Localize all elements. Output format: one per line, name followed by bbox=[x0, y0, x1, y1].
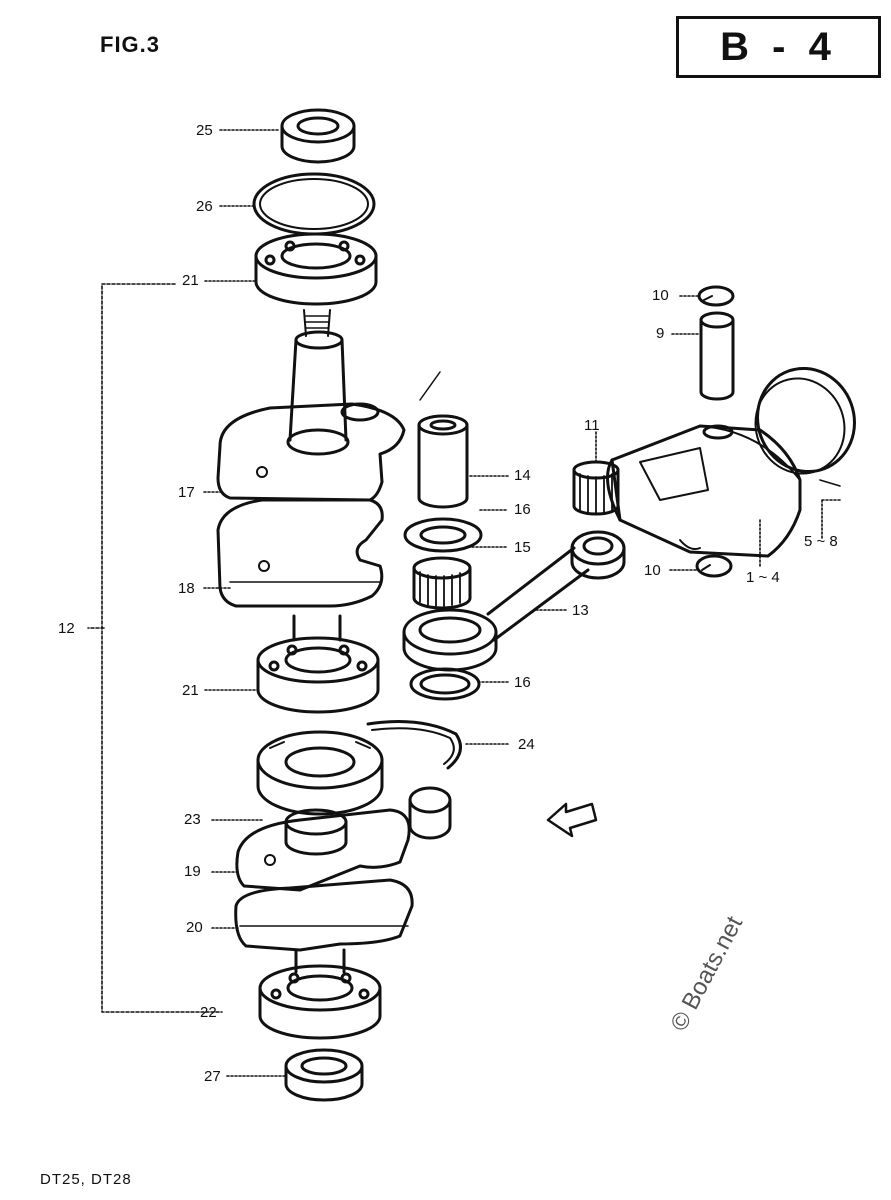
piston-rings-5-8 bbox=[754, 366, 856, 487]
callout-5-8: 5 ~ 8 bbox=[804, 533, 838, 550]
o-ring-26 bbox=[252, 172, 376, 236]
assembly-bracket-12 bbox=[87, 283, 223, 1013]
figure-title: FIG.3 bbox=[100, 32, 161, 57]
callout-21-lower: 21 bbox=[182, 682, 199, 699]
section-code: B - 4 bbox=[720, 25, 837, 69]
callout-19: 19 bbox=[184, 863, 201, 880]
callout-20: 20 bbox=[186, 919, 203, 936]
callout-24: 24 bbox=[518, 736, 535, 753]
snap-ring-24 bbox=[366, 720, 462, 770]
callout-10-lower: 10 bbox=[644, 562, 661, 579]
crank-web-20 bbox=[234, 878, 414, 952]
needle-bearing-15 bbox=[412, 556, 472, 610]
circlip-10-upper bbox=[697, 285, 735, 307]
callout-1-4: 1 ~ 4 bbox=[746, 569, 780, 586]
connecting-rod-13 bbox=[402, 530, 626, 672]
callout-17: 17 bbox=[178, 484, 195, 501]
thrust-washer-16-lower bbox=[409, 667, 481, 701]
model-label: DT25, DT28 bbox=[40, 1171, 132, 1188]
circlip-10-lower bbox=[695, 554, 733, 578]
callout-16-lower: 16 bbox=[514, 674, 531, 691]
section-code-box: B - 4 bbox=[676, 16, 881, 78]
crank-web-17 bbox=[216, 402, 406, 502]
callout-22: 22 bbox=[200, 1004, 217, 1021]
callout-27: 27 bbox=[204, 1068, 221, 1085]
crank-pin-14 bbox=[417, 414, 469, 509]
piston-1-4 bbox=[606, 424, 802, 558]
crank-upper-shaft bbox=[288, 309, 348, 442]
callout-13: 13 bbox=[572, 602, 589, 619]
callout-23: 23 bbox=[184, 811, 201, 828]
callout-21: 21 bbox=[182, 272, 199, 289]
leader-lines bbox=[203, 129, 841, 1077]
callout-25: 25 bbox=[196, 122, 213, 139]
oil-seal-23 bbox=[256, 730, 384, 816]
thrust-washer-16-upper bbox=[403, 517, 483, 553]
callout-11: 11 bbox=[584, 417, 600, 434]
oil-seal-27 bbox=[284, 1048, 364, 1102]
callout-9: 9 bbox=[656, 325, 665, 342]
crank-web-19 bbox=[235, 786, 452, 892]
bearing-21-lower bbox=[256, 614, 380, 714]
callout-16: 16 bbox=[514, 501, 531, 518]
callout-10: 10 bbox=[652, 287, 669, 304]
bearing-21-upper bbox=[254, 232, 378, 306]
callout-26: 26 bbox=[196, 198, 213, 215]
piston-pin-9 bbox=[699, 311, 735, 401]
callout-15: 15 bbox=[514, 539, 531, 556]
callout-12: 12 bbox=[58, 620, 75, 637]
forward-arrow-icon bbox=[546, 802, 598, 838]
callout-14: 14 bbox=[514, 467, 531, 484]
small-end-bearing-11 bbox=[572, 460, 620, 516]
callout-18: 18 bbox=[178, 580, 195, 597]
oil-seal-25 bbox=[280, 108, 356, 164]
crank-web-18 bbox=[216, 498, 384, 608]
bearing-22 bbox=[258, 948, 382, 1040]
